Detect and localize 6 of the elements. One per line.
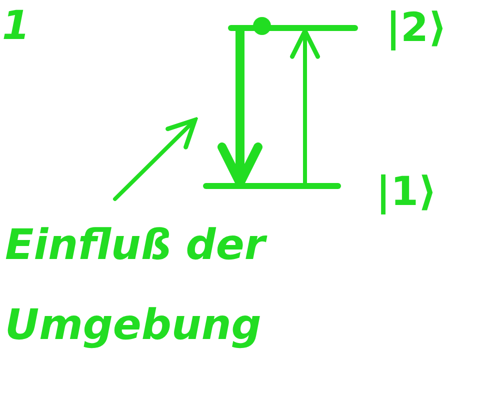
arrow: [290, 28, 320, 185]
label-text: 1: [2, 6, 30, 46]
state-label: |2⟩: [386, 8, 447, 48]
handwritten-note: Einfluß der Umgebung: [5, 205, 305, 395]
arrow: [113, 118, 198, 201]
state-label: |1⟩: [376, 172, 437, 212]
